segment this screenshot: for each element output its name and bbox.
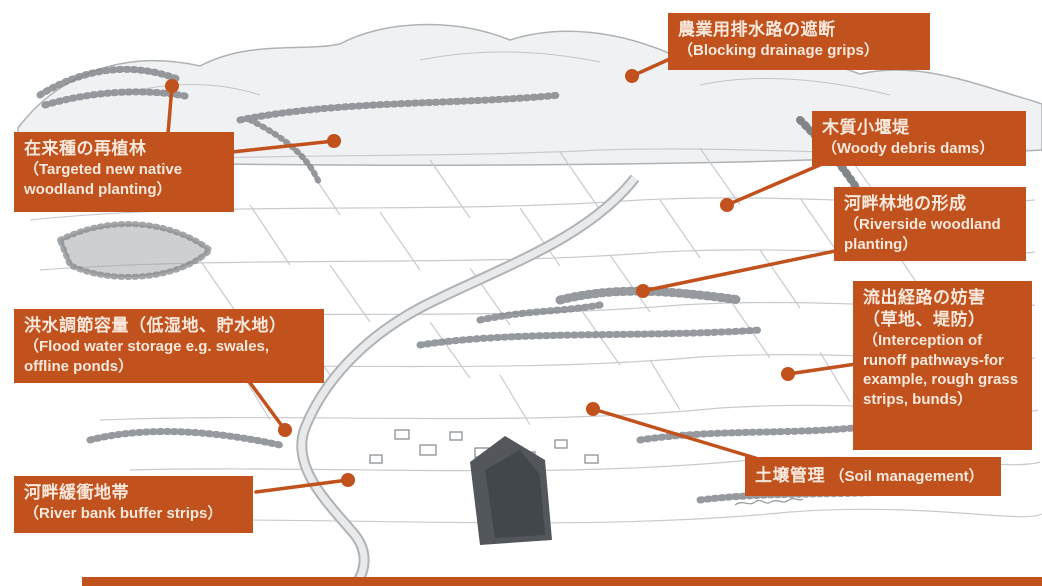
artist-signature bbox=[734, 497, 804, 506]
label-en-text: （Blocking drainage grips） bbox=[678, 42, 879, 60]
leader-dot-riverside-woodland bbox=[636, 284, 650, 298]
river bbox=[298, 175, 638, 586]
label-jp-text: 河畔緩衝地帯 bbox=[24, 483, 129, 502]
label-jp-text: 木質小堰堤 bbox=[822, 118, 910, 137]
label-blocking-drainage-grips: 農業用排水路の遮断 （Blocking drainage grips） bbox=[668, 13, 930, 70]
leader-dot-native-woodland-a bbox=[165, 79, 179, 93]
label-soil-management: 土壌管理 （Soil management） bbox=[745, 457, 1001, 496]
leader-dot-flood-storage bbox=[278, 423, 292, 437]
label-woody-debris-dams: 木質小堰堤 （Woody debris dams） bbox=[812, 111, 1026, 166]
label-en-text: （River bank buffer strips） bbox=[24, 505, 223, 523]
leader-dot-river-bank bbox=[341, 473, 355, 487]
label-jp-text: 洪水調節容量（低湿地、貯水地） bbox=[24, 316, 287, 335]
label-jp-text: 農業用排水路の遮断 bbox=[678, 20, 836, 39]
leader-line-flood-storage bbox=[246, 378, 287, 432]
label-en-text: （Flood water storage e.g. swales, offlin… bbox=[24, 338, 270, 375]
leader-dot-woody-debris bbox=[720, 198, 734, 212]
label-en-text: （Woody debris dams） bbox=[822, 140, 995, 158]
label-en-text: （Targeted new native woodland planting） bbox=[24, 161, 183, 198]
label-jp-text: 流出経路の妨害 bbox=[863, 288, 986, 307]
label-en-text: （Interception of runoff pathways-for exa… bbox=[863, 332, 1019, 408]
leader-dot-interception bbox=[781, 367, 795, 381]
label-jp-text: 在来種の再植林 bbox=[24, 139, 147, 158]
label-jp-text: 河畔林地の形成 bbox=[844, 194, 967, 213]
leader-line-soil-management bbox=[591, 407, 764, 462]
label-en-text: （Soil management） bbox=[829, 468, 984, 485]
label-riverside-woodland-planting: 河畔林地の形成 （Riverside woodland planting） bbox=[834, 187, 1026, 262]
leader-line-interception bbox=[786, 362, 858, 376]
leader-line-native-woodland-b bbox=[230, 139, 336, 154]
leader-line-riverside-woodland bbox=[641, 248, 842, 293]
leader-dot-soil-management bbox=[586, 402, 600, 416]
leader-line-blocking-drainage bbox=[630, 56, 674, 78]
label-jp-text: 土壌管理 bbox=[755, 466, 825, 485]
leader-line-woody-debris bbox=[725, 156, 838, 207]
leader-dot-native-woodland-b bbox=[327, 134, 341, 148]
label-native-woodland-planting: 在来種の再植林 （Targeted new native woodland pl… bbox=[14, 132, 234, 212]
leader-line-native-woodland-a bbox=[166, 84, 174, 136]
woodland-patch bbox=[60, 223, 210, 277]
label-interception-of-runoff: 流出経路の妨害 （草地、堤防） （Interception of runoff … bbox=[853, 281, 1032, 450]
label-river-bank-buffer-strips: 河畔緩衝地帯 （River bank buffer strips） bbox=[14, 476, 253, 533]
leader-line-river-bank bbox=[254, 478, 350, 494]
label-jp-subtext: （草地、堤防） bbox=[863, 310, 986, 330]
label-flood-water-storage: 洪水調節容量（低湿地、貯水地） （Flood water storage e.g… bbox=[14, 309, 324, 384]
bottom-accent-bar bbox=[82, 577, 1042, 586]
label-en-text: （Riverside woodland planting） bbox=[844, 216, 1001, 253]
leader-dot-blocking-drainage bbox=[625, 69, 639, 83]
